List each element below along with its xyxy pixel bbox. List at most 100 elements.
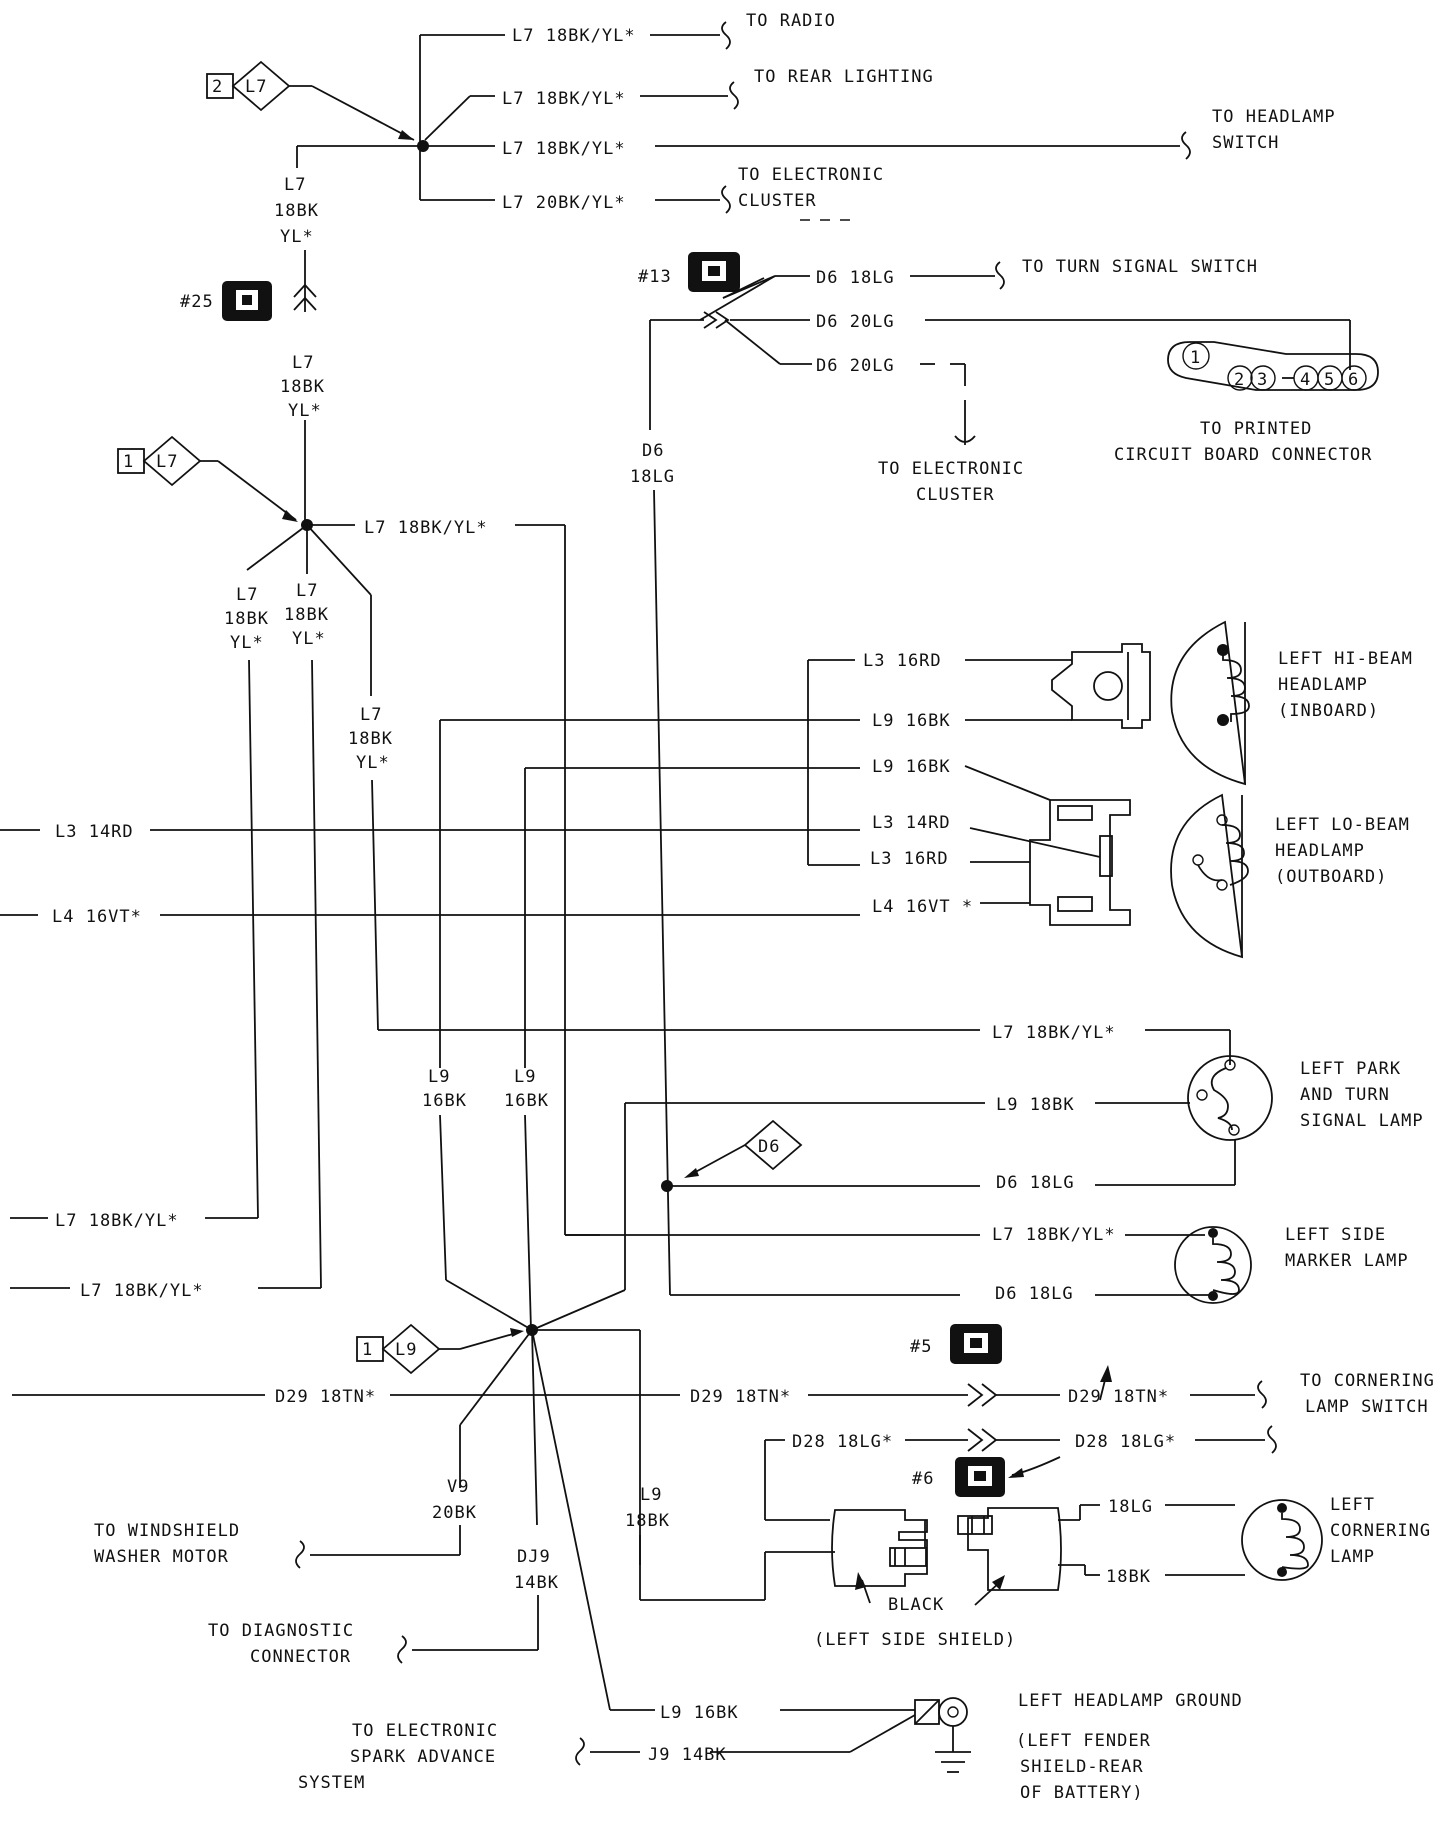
filament-icon: [1222, 650, 1250, 722]
lamp-label: LEFT PARK: [1300, 1059, 1401, 1079]
wire-label: 18BK: [625, 1511, 670, 1531]
filament-icon: [1281, 1513, 1309, 1570]
splice-label: L7: [245, 77, 267, 97]
lo-beam-headlamp: [1170, 793, 1244, 959]
destination-label: TO ELECTRONIC: [738, 165, 884, 185]
destination-label: TO ELECTRONIC: [878, 459, 1024, 479]
filament-icon: [1212, 1238, 1240, 1295]
wire-label: YL*: [356, 753, 390, 773]
destination-label: TO PRINTED: [1200, 419, 1312, 439]
pcb-pin: 1: [1190, 348, 1201, 368]
wire-label: 18BK: [348, 729, 393, 749]
wire-label: L7 18BK/YL*: [502, 139, 626, 159]
wire-label: D6 18LG: [996, 1173, 1075, 1193]
wire-label: 20BK: [432, 1503, 477, 1523]
wire-label: YL*: [292, 629, 326, 649]
destination-label: TO RADIO: [746, 11, 836, 31]
cornering-connector-left: [831, 1509, 928, 1587]
wire-label: D28 18LG*: [792, 1432, 893, 1452]
wire-label: L3 14RD: [872, 813, 951, 833]
park-turn-lamp: [1187, 1055, 1273, 1141]
ground-label: SHIELD-REAR: [1020, 1757, 1144, 1777]
connector-label: #6: [912, 1469, 934, 1489]
wire-label: L3 14RD: [55, 822, 134, 842]
wire-label: L7 18BK/YL*: [55, 1211, 179, 1231]
wire-label: L9 16BK: [660, 1703, 739, 1723]
shield-label: BLACK: [888, 1595, 944, 1615]
lamp-label: LEFT SIDE: [1285, 1225, 1386, 1245]
filament-icon: [1221, 824, 1249, 886]
wire-label: J9 14BK: [648, 1745, 727, 1765]
wire-label: L4 16VT*: [52, 907, 142, 927]
wire-label: V9: [447, 1477, 469, 1497]
wire-label: L7 18BK/YL*: [992, 1225, 1116, 1245]
wire-label: 18BK: [284, 605, 329, 625]
wire-label: L9: [428, 1067, 450, 1087]
splice-label: L7: [156, 452, 178, 472]
splice-number: 1: [362, 1340, 373, 1360]
splice-label: L9: [395, 1340, 417, 1360]
wire-label: L7: [360, 705, 382, 725]
destination-label: TO DIAGNOSTIC: [208, 1621, 354, 1641]
destination-label: TO HEADLAMP: [1212, 107, 1336, 127]
destination-label: SPARK ADVANCE: [350, 1747, 496, 1767]
wire-label: L7 18BK/YL*: [992, 1023, 1116, 1043]
ground-eyelet: [938, 1697, 968, 1727]
wire-label: L7: [296, 581, 318, 601]
splice-label: D6: [758, 1137, 780, 1157]
wire-label: L7: [236, 585, 258, 605]
hi-beam-connector: [1051, 643, 1151, 729]
wire-label: D6 20LG: [816, 356, 895, 376]
pcb-pin: 5: [1324, 370, 1335, 390]
wire-label: D28 18LG*: [1075, 1432, 1176, 1452]
destination-label: CLUSTER: [738, 191, 817, 211]
destination-label: SYSTEM: [298, 1773, 365, 1793]
wire-label: 18BK: [280, 377, 325, 397]
wire-label: D6 18LG: [816, 268, 895, 288]
lamp-label: HEADLAMP: [1278, 675, 1368, 695]
lamp-label: (OUTBOARD): [1275, 867, 1387, 887]
wire-label: 18BK: [1106, 1567, 1151, 1587]
wire-label: DJ9: [517, 1547, 551, 1567]
destination-label: CONNECTOR: [250, 1647, 351, 1667]
ground-label: OF BATTERY): [1020, 1783, 1144, 1803]
wire-label: L7 18BK/YL*: [502, 89, 626, 109]
lamp-label: LEFT HI-BEAM: [1278, 649, 1413, 669]
destination-label: TO WINDSHIELD: [94, 1521, 240, 1541]
wire-label: L7 20BK/YL*: [502, 193, 626, 213]
wire-label: D6 20LG: [816, 312, 895, 332]
wire-label: L9: [514, 1067, 536, 1087]
lamp-label: LAMP: [1330, 1547, 1375, 1567]
lamp-label: (INBOARD): [1278, 701, 1379, 721]
lamp-label: MARKER LAMP: [1285, 1251, 1409, 1271]
splice-number: 1: [123, 452, 134, 472]
wire-label: D29 18TN*: [1068, 1387, 1169, 1407]
splice-point: [417, 140, 429, 152]
hi-beam-headlamp: [1170, 620, 1247, 786]
destination-label: TO TURN SIGNAL SWITCH: [1022, 257, 1258, 277]
cornering-connector-right: [967, 1507, 1062, 1591]
wire-label: 18BK: [274, 201, 319, 221]
wire-label: 18BK: [224, 609, 269, 629]
lamp-label: AND TURN: [1300, 1085, 1390, 1105]
wire-label: D29 18TN*: [690, 1387, 791, 1407]
wire-label: L7: [284, 175, 306, 195]
wire-label: L3 16RD: [870, 849, 949, 869]
filament-icon: [1210, 1067, 1233, 1131]
pcb-pin: 3: [1257, 370, 1268, 390]
wire-label: L7 18BK/YL*: [512, 26, 636, 46]
wire-label: L9 16BK: [872, 757, 951, 777]
wire-label: L9 18BK: [996, 1095, 1075, 1115]
ground-label: LEFT HEADLAMP GROUND: [1018, 1691, 1243, 1711]
wire-label: 18LG: [1108, 1497, 1153, 1517]
wire-label: L7 18BK/YL*: [80, 1281, 204, 1301]
lamp-label: LEFT LO-BEAM: [1275, 815, 1410, 835]
connector-label: #5: [910, 1337, 932, 1357]
side-marker-lamp: [1174, 1226, 1252, 1304]
destination-label: WASHER MOTOR: [94, 1547, 229, 1567]
wire-label: YL*: [230, 633, 264, 653]
wire-label: D29 18TN*: [275, 1387, 376, 1407]
wire-label: L9: [640, 1485, 662, 1505]
destination-label: LAMP SWITCH: [1305, 1397, 1429, 1417]
